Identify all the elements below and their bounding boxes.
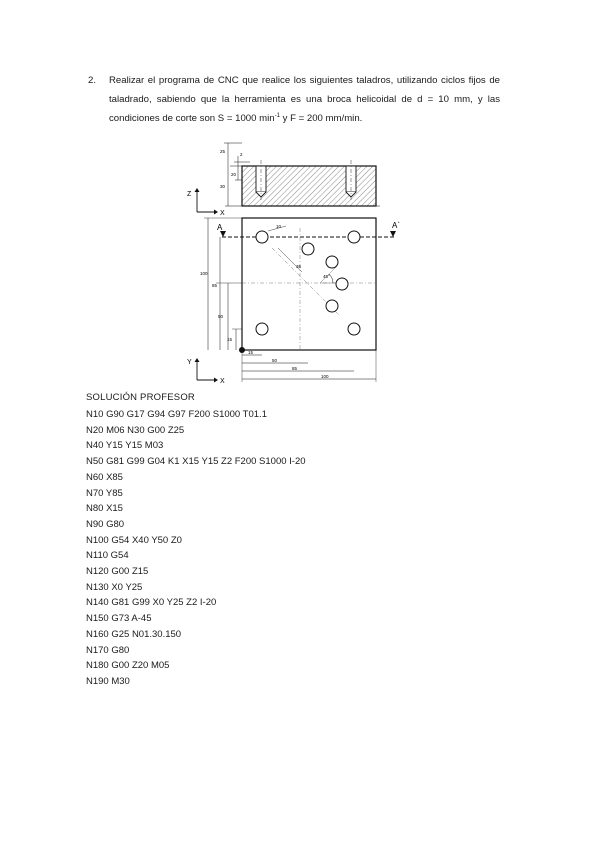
hole-top-left (255, 230, 269, 244)
problem-statement: 2. Realizar el programa de CNC que reali… (88, 71, 500, 128)
problem-number: 2. (88, 75, 97, 86)
dim-2: 2 (240, 152, 243, 157)
dim-width-85: 85 (292, 366, 298, 371)
dim-width-15: 15 (248, 350, 254, 355)
dim-diameter-10: 10 (276, 224, 282, 229)
dim-width-50: 50 (272, 358, 278, 363)
hole-top-right (347, 230, 361, 244)
code-line: N90 G80 (86, 518, 125, 530)
dim-height-50: 50 (218, 314, 224, 319)
code-line: N170 G80 (86, 644, 130, 656)
problem-text-end: y F = 200 mm/min. (279, 113, 363, 124)
code-line: N180 G00 Z20 M05 (86, 660, 170, 672)
code-line: N190 M30 (86, 675, 130, 687)
plan-axes: Y X (187, 347, 245, 385)
problem-text: Realizar el programa de CNC que realice … (109, 71, 500, 128)
axis-y-label: Y (187, 359, 192, 366)
horizontal-dims: 15 50 85 100 (241, 350, 377, 382)
hole-pattern-1 (301, 242, 315, 256)
hole-bottom-right (347, 322, 361, 336)
dim-height-85: 85 (212, 283, 218, 288)
code-line: N20 M06 N30 G00 Z25 (86, 424, 185, 436)
code-line: N60 X85 (86, 471, 123, 483)
code-line: N140 G81 G99 X0 Y25 Z2 I-20 (86, 597, 217, 609)
problem-text-superscript: -1 (274, 112, 280, 119)
dim-height-15: 15 (227, 337, 233, 342)
hole-pattern-3 (335, 277, 349, 291)
dim-width-100: 100 (321, 374, 329, 379)
axis-x-label: X (220, 210, 225, 217)
hole-bottom-left (255, 322, 269, 336)
code-line: N160 G25 N01.30.150 (86, 628, 182, 640)
hole-pattern-2 (325, 255, 339, 269)
dim-angle-45: 45° (323, 274, 330, 279)
solution-title: SOLUCIÓN PROFESOR (86, 392, 195, 403)
axis-x2-label: X (220, 378, 225, 385)
code-line: N70 Y85 (86, 487, 123, 499)
section-label-a: A (217, 223, 223, 232)
dim-20: 20 (231, 172, 237, 177)
section-axes: Z X (187, 188, 225, 217)
section-view: 25 2 20 30 (220, 142, 380, 207)
plan-view: A A` 45° 35 10 (217, 217, 400, 351)
dim-25: 25 (220, 149, 226, 154)
code-line: N80 X15 (86, 503, 123, 515)
dim-30: 30 (220, 184, 226, 189)
problem-text-main: Realizar el programa de CNC que realice … (109, 75, 500, 124)
hole-pattern-4 (325, 299, 339, 313)
axis-z-label: Z (187, 191, 192, 198)
code-line: N110 G54 (86, 550, 129, 562)
section-label-a-prime: A` (392, 221, 400, 230)
drawing-svg: 25 2 20 30 Z X A A` 45° 35 (187, 142, 400, 385)
vertical-dims: 100 85 50 15 (200, 217, 242, 350)
dim-height-100: 100 (200, 271, 208, 276)
code-line: N10 G90 G17 G94 G97 F200 S1000 T01.1 (86, 409, 267, 420)
code-line: N40 Y15 Y15 M03 (86, 440, 164, 452)
code-line: N50 G81 G99 G04 K1 X15 Y15 Z2 F200 S1000… (86, 456, 306, 468)
technical-drawing: 25 2 20 30 Z X A A` 45° 35 (180, 138, 400, 388)
code-line: N100 G54 X40 Y50 Z0 (86, 534, 182, 546)
code-line: N130 X0 Y25 (86, 581, 143, 593)
code-line: N120 G00 Z15 (86, 566, 149, 578)
dim-radius-35: 35 (296, 264, 302, 269)
code-line: N150 G73 A-45 (86, 613, 152, 625)
